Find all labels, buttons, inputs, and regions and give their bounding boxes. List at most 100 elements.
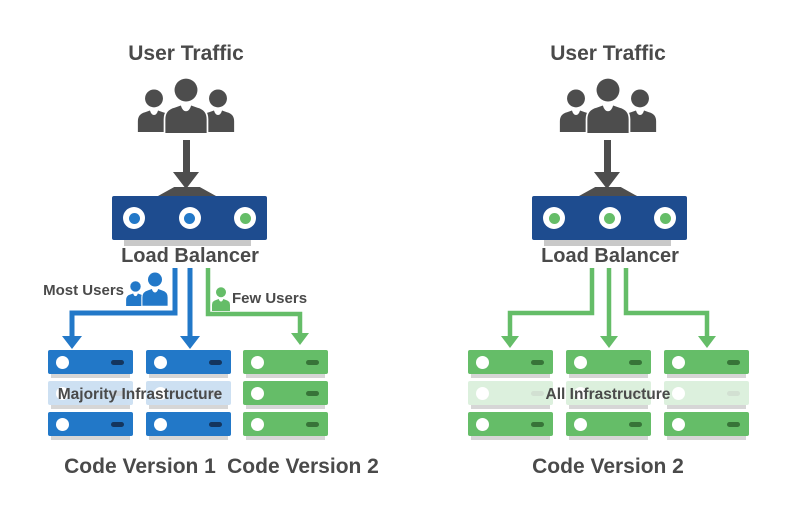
two-users-icon xyxy=(125,272,169,306)
server-cell xyxy=(664,350,749,378)
load-balancer-left xyxy=(112,196,267,240)
drive-slot-icon xyxy=(629,359,642,365)
unit-shadow xyxy=(149,374,228,378)
user-traffic-title-right: User Traffic xyxy=(550,42,666,65)
server-cell-faded xyxy=(664,381,749,409)
most-users-label: Most Users xyxy=(43,282,124,299)
lb-port-icon xyxy=(598,207,621,229)
unit-shadow xyxy=(51,436,130,440)
unit-shadow xyxy=(51,374,130,378)
drive-slot-icon xyxy=(209,390,222,396)
server-unit xyxy=(664,381,749,405)
server-cell xyxy=(664,412,749,440)
status-light-icon xyxy=(251,386,264,400)
load-balancer-label-right: Load Balancer xyxy=(541,245,679,267)
server-cell xyxy=(468,412,553,440)
drive-slot-icon xyxy=(727,390,740,396)
status-light-icon xyxy=(476,386,489,400)
drive-slot-icon xyxy=(727,421,740,427)
server-stack-v1-b xyxy=(146,350,231,440)
server-stack-v2-a xyxy=(468,350,553,440)
few-users-label: Few Users xyxy=(232,290,308,307)
unit-shadow xyxy=(149,405,228,409)
traffic-down-arrowhead xyxy=(594,172,620,189)
server-unit xyxy=(664,350,749,374)
server-unit xyxy=(566,350,651,374)
unit-shadow xyxy=(667,374,746,378)
status-light-icon xyxy=(672,417,685,431)
caption-code-version-2-left: Code Version 2 xyxy=(227,455,379,478)
status-light-icon xyxy=(154,417,167,431)
lb-port-icon xyxy=(123,207,145,229)
lb-shadow xyxy=(124,240,251,246)
drive-slot-icon xyxy=(306,359,319,365)
green-status-dot xyxy=(659,212,671,224)
all-infrastructure-band: All Infrastructure xyxy=(545,386,671,403)
unit-shadow xyxy=(149,436,228,440)
unit-shadow xyxy=(667,436,746,440)
server-cell xyxy=(566,412,651,440)
server-stack-v2-canary xyxy=(243,350,328,440)
server-unit xyxy=(146,350,231,374)
server-unit xyxy=(48,350,133,374)
people-group-icon xyxy=(558,78,658,133)
server-cell xyxy=(243,350,328,378)
server-unit xyxy=(146,381,231,405)
green-status-dot xyxy=(548,212,560,224)
lb-port-icon xyxy=(543,207,565,229)
drive-slot-icon xyxy=(111,359,124,365)
lb-intake-icon xyxy=(579,187,637,196)
unit-shadow xyxy=(569,405,648,409)
server-cell-faded xyxy=(48,381,133,409)
load-balancer-right xyxy=(532,196,687,240)
drive-slot-icon xyxy=(209,421,222,427)
lb-shadow xyxy=(544,240,671,246)
server-cell xyxy=(146,412,231,440)
server-unit xyxy=(664,412,749,436)
drive-slot-icon xyxy=(111,390,124,396)
majority-infrastructure-band: Majority Infrastructure xyxy=(57,386,223,403)
unit-shadow xyxy=(471,374,550,378)
status-light-icon xyxy=(574,386,587,400)
status-light-icon xyxy=(251,355,264,369)
server-unit xyxy=(566,412,651,436)
server-unit xyxy=(243,381,328,405)
server-cell-faded xyxy=(566,381,651,409)
status-light-icon xyxy=(476,355,489,369)
server-unit xyxy=(566,381,651,405)
flow-arrows-right xyxy=(501,268,716,348)
drive-slot-icon xyxy=(531,421,544,427)
traffic-down-arrowhead xyxy=(173,172,199,189)
drive-slot-icon xyxy=(531,359,544,365)
drive-slot-icon xyxy=(629,390,642,396)
people-group-icon xyxy=(136,78,236,133)
server-unit xyxy=(468,381,553,405)
status-light-icon xyxy=(251,417,264,431)
lb-port-icon xyxy=(654,207,676,229)
flow-arrows-left xyxy=(62,268,309,349)
server-unit xyxy=(243,412,328,436)
status-light-icon xyxy=(574,355,587,369)
drive-slot-icon xyxy=(727,359,740,365)
server-cell xyxy=(48,412,133,440)
status-light-icon xyxy=(56,386,69,400)
unit-shadow xyxy=(569,436,648,440)
status-light-icon xyxy=(154,386,167,400)
server-unit xyxy=(243,350,328,374)
green-status-dot xyxy=(604,212,615,224)
server-cell xyxy=(48,350,133,378)
server-cell xyxy=(566,350,651,378)
server-cell xyxy=(243,412,328,440)
unit-shadow xyxy=(246,405,325,409)
caption-code-version-2-right: Code Version 2 xyxy=(532,455,684,478)
traffic-down-arrow xyxy=(604,140,611,173)
single-user-icon xyxy=(212,287,230,311)
status-light-icon xyxy=(672,355,685,369)
unit-shadow xyxy=(51,405,130,409)
server-cell xyxy=(243,381,328,409)
drive-slot-icon xyxy=(629,421,642,427)
lb-port-icon xyxy=(234,207,256,229)
status-light-icon xyxy=(574,417,587,431)
server-unit xyxy=(146,412,231,436)
